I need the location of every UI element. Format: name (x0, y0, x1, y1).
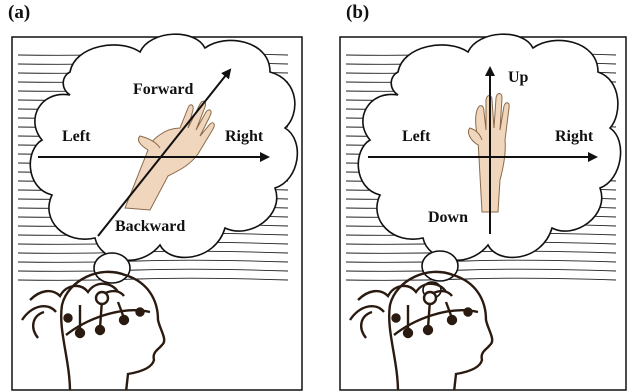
panel-a: Forward Left Right Backward (11, 33, 303, 391)
thought-bubble-b-large (421, 250, 459, 282)
panel-label-b: (b) (346, 2, 370, 23)
arrow-backward-forward-a (97, 68, 232, 237)
label-left-b: Left (402, 128, 431, 145)
label-right-a: Right (225, 128, 264, 145)
label-right-b: Right (555, 128, 594, 145)
head-with-electrodes-b (349, 270, 494, 390)
panel-b: Up Left Right Down (339, 33, 627, 391)
label-up: Up (508, 69, 529, 86)
label-left-a: Left (62, 128, 91, 145)
panel-label-a: (a) (8, 2, 31, 23)
hand-icon-b (467, 93, 510, 213)
label-forward: Forward (133, 81, 194, 98)
label-down: Down (428, 209, 468, 226)
label-backward: Backward (115, 218, 185, 235)
hand-icon-a (124, 100, 215, 211)
head-with-electrodes-a (21, 270, 166, 390)
thought-bubble-a-large (93, 252, 131, 284)
